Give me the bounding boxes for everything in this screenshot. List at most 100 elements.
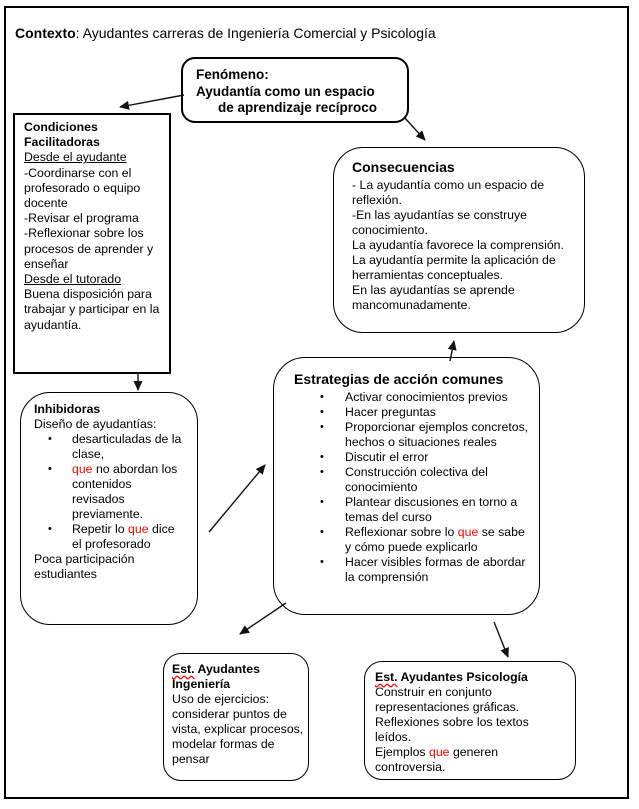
text-run: Construcción colectiva del conocimiento [345, 465, 488, 494]
highlighted-word: que [429, 745, 450, 759]
paragraph: -Reflexionar sobre los procesos de apren… [24, 226, 167, 272]
bullet-icon: • [48, 463, 52, 475]
bullet-icon: • [320, 466, 324, 478]
highlighted-word: que [72, 462, 93, 476]
inhibidoras-outro: Poca participación estudiantes [34, 552, 135, 581]
inhibidoras-bullet-list: •desarticuladas de la clase,• que no abo… [34, 432, 183, 552]
bullet-item: • Construcción colectiva del conocimiento [320, 465, 529, 495]
paragraph: Uso de ejercicios: considerar puntos de … [172, 692, 304, 767]
bullet-item: • Hacer preguntas [320, 405, 529, 420]
spellcheck-word: Est. [172, 662, 195, 676]
text-run: La ayudantía permite la aplicación de he… [352, 253, 556, 282]
text-run: -En las ayudantías se construye conocimi… [352, 208, 527, 237]
bullet-text: desarticuladas de la clase, [72, 432, 183, 462]
consecuencias-title: Consecuencias [352, 159, 455, 175]
bullet-text: Reflexionar sobre lo que se sabe y cómo … [345, 525, 529, 555]
bullet-item: •desarticuladas de la clase, [48, 432, 183, 462]
highlighted-word: que [128, 522, 149, 536]
bullet-item: • Hacer visibles formas de abordar la com… [320, 555, 529, 585]
estrategias-title: Estrategias de acción comunes [294, 371, 504, 387]
bullet-icon: • [320, 391, 324, 403]
bullet-item: • Discutir el error [320, 450, 529, 465]
inhibidoras-intro: Diseño de ayudantías: [34, 417, 157, 431]
text-run: Construir en conjunto representaciones g… [375, 685, 520, 714]
text-run: -Revisar el programa [24, 211, 139, 226]
text-run: Buena disposición para trabajar y partic… [24, 287, 160, 332]
text-run: Uso de ejercicios: considerar puntos de … [172, 692, 304, 766]
bullet-item: • Reflexionar sobre lo que se sabe y cómo… [320, 525, 529, 555]
paragraph: Desde el tutorado [24, 272, 167, 287]
text-run: Proporcionar ejemplos concretos, hechos … [345, 420, 529, 449]
bullet-item: • Activar conocimientos previos [320, 390, 529, 405]
paragraph: Condiciones [24, 120, 167, 135]
context-label: Contexto [15, 25, 76, 41]
bullet-icon: • [320, 406, 324, 418]
text-run: generen controversia. [375, 745, 499, 774]
text-run: -Reflexionar sobre los procesos de apren… [24, 226, 154, 271]
est-ayudantes-ingenieria-node: Est. Ayudantes Ingeniería Uso de ejercic… [163, 653, 309, 781]
bullet-icon: • [320, 421, 324, 433]
paragraph: Ayudantía como un espacio [196, 84, 399, 101]
bullet-icon: • [48, 523, 52, 535]
paragraph: Construir en conjunto representaciones g… [375, 685, 567, 715]
paragraph: -En las ayudantías se construye conocimi… [352, 208, 576, 238]
text-run: Plantear discusiones en torno a temas de… [345, 495, 518, 524]
bullet-item: • Repetir lo que dice el profesorado [48, 522, 183, 552]
spellcheck-word: Est. [375, 670, 398, 684]
paragraph: La ayudantía permite la aplicación de he… [352, 253, 576, 283]
psicologia-body: Construir en conjunto representaciones g… [375, 685, 567, 775]
text-run: de aprendizaje recíproco [217, 100, 378, 115]
estrategias-bullet-list: • Activar conocimientos previos • Hacer pre… [294, 390, 529, 585]
paragraph: Desde el ayudante [24, 150, 167, 165]
inhibidoras-title: Inhibidoras [34, 402, 101, 416]
paragraph: Ejemplos que generen controversia. [375, 745, 567, 775]
text-run: dice el profesorado [72, 522, 175, 551]
inhibidoras-node: Inhibidoras Diseño de ayudantías: •desar… [20, 392, 198, 625]
text-run: no abordan los contenidos revisados prev… [72, 462, 178, 521]
text-run: Activar conocimientos previos [345, 390, 508, 404]
paragraph: Fenómeno: [196, 67, 399, 84]
estrategias-node: Estrategias de acción comunes • Activar c… [273, 357, 540, 615]
text-run: Hacer visibles formas de abordar la comp… [345, 555, 526, 584]
paragraph: de aprendizaje recíproco [196, 100, 399, 117]
bullet-icon: • [320, 496, 324, 508]
bullet-item: • que no abordan los contenidos revisado… [48, 462, 183, 522]
bullet-text: que no abordan los contenidos revisados … [72, 462, 183, 522]
ingenieria-body: Uso de ejercicios: considerar puntos de … [172, 692, 304, 767]
text-run: desarticuladas de la clase, [72, 432, 182, 461]
bullet-text: Repetir lo que dice el profesorado [72, 522, 183, 552]
bullet-item: • Proporcionar ejemplos concretos, hechos… [320, 420, 529, 450]
text-run: Hacer preguntas [345, 405, 436, 419]
text-run: Discutir el error [345, 450, 429, 464]
bullet-icon: • [320, 526, 324, 538]
text-run: Ejemplos [375, 745, 429, 759]
text-run: Desde el tutorado [24, 272, 122, 287]
bullet-text: Construcción colectiva del conocimiento [345, 465, 529, 495]
paragraph: Reflexiones sobre los textos leídos. [375, 715, 567, 745]
paragraph: -Coordinarse con el profesorado o equipo… [24, 166, 167, 212]
highlighted-word: que [457, 525, 479, 539]
bullet-text: Hacer preguntas [345, 405, 529, 420]
text-run: Fenómeno: [196, 67, 269, 82]
bullet-icon: • [320, 556, 324, 568]
paragraph: En las ayudantías se aprende mancomunada… [352, 283, 576, 313]
est-ayudantes-psicologia-node: Est. Ayudantes Psicología Construir en c… [364, 661, 576, 780]
text-run: -Coordinarse con el profesorado o equipo… [24, 165, 141, 211]
bullet-text: Proporcionar ejemplos concretos, hechos … [345, 420, 529, 450]
text-run: Desde el ayudante [24, 150, 127, 165]
consecuencias-body: - La ayudantía como un espacio de reflex… [352, 178, 576, 313]
context-line: Contexto: Ayudantes carreras de Ingenier… [15, 25, 436, 41]
text-run: Condiciones [24, 120, 98, 134]
consecuencias-node: Consecuencias - La ayudantía como un esp… [333, 147, 585, 333]
bullet-icon: • [320, 451, 324, 463]
bullet-text: Plantear discusiones en torno a temas de… [345, 495, 529, 525]
paragraph: - La ayudantía como un espacio de reflex… [352, 178, 576, 208]
paragraph: Buena disposición para trabajar y partic… [24, 287, 167, 333]
text-run: En las ayudantías se aprende mancomunada… [352, 283, 515, 312]
page-border [4, 6, 629, 799]
